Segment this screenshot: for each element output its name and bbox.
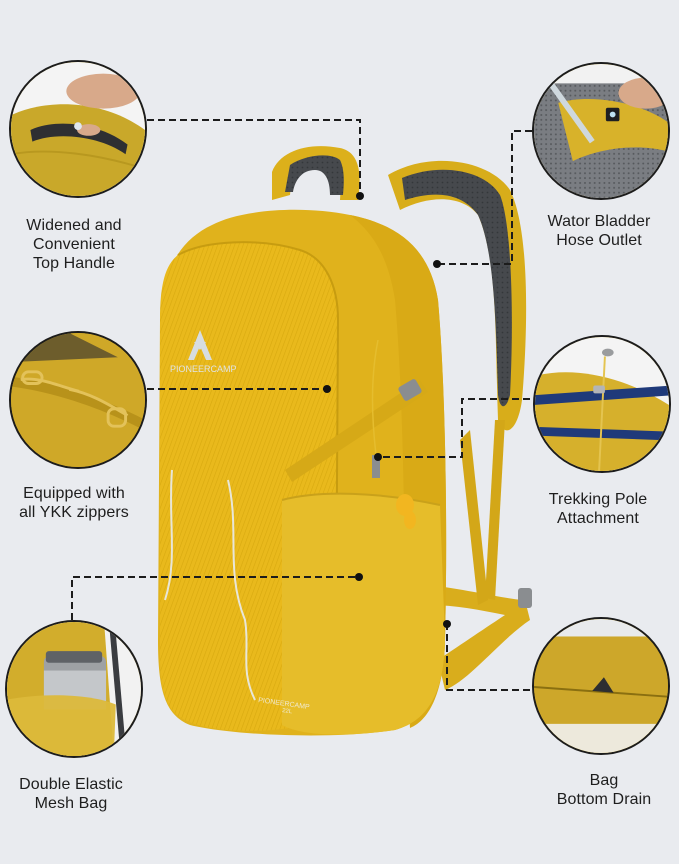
top-handle-detail-image [9, 60, 147, 198]
mesh-bag-detail-image [5, 620, 143, 758]
zipper-closeup-icon [11, 333, 145, 467]
bottom-drain-detail-image [532, 617, 670, 755]
caption-bottom-drain: Bag Bottom Drain [556, 772, 652, 808]
caption-trekking-pole: Trekking Pole Attachment [548, 491, 648, 527]
caption-ykk-zippers: Equipped with all YKK zippers [19, 485, 129, 521]
top-handle-closeup-icon [11, 62, 145, 196]
brand-logo [188, 330, 212, 360]
caption-hose-outlet: Wator Bladder Hose Outlet [547, 213, 651, 249]
mesh-pocket-closeup-icon [7, 622, 141, 756]
hose-outlet-closeup-icon [534, 64, 668, 198]
trekking-pole-closeup-icon [535, 337, 669, 471]
trekking-pole-detail-image [533, 335, 671, 473]
caption-mesh-bag: Double Elastic Mesh Bag [19, 776, 123, 812]
ykk-zipper-detail-image [9, 331, 147, 469]
bottom-drain-closeup-icon [534, 619, 668, 753]
svg-text:22L: 22L [282, 708, 293, 715]
hose-outlet-detail-image [532, 62, 670, 200]
caption-top-handle: Widened and Convenient Top Handle [26, 217, 122, 272]
svg-text:PIONEERCAMP: PIONEERCAMP [170, 364, 237, 374]
